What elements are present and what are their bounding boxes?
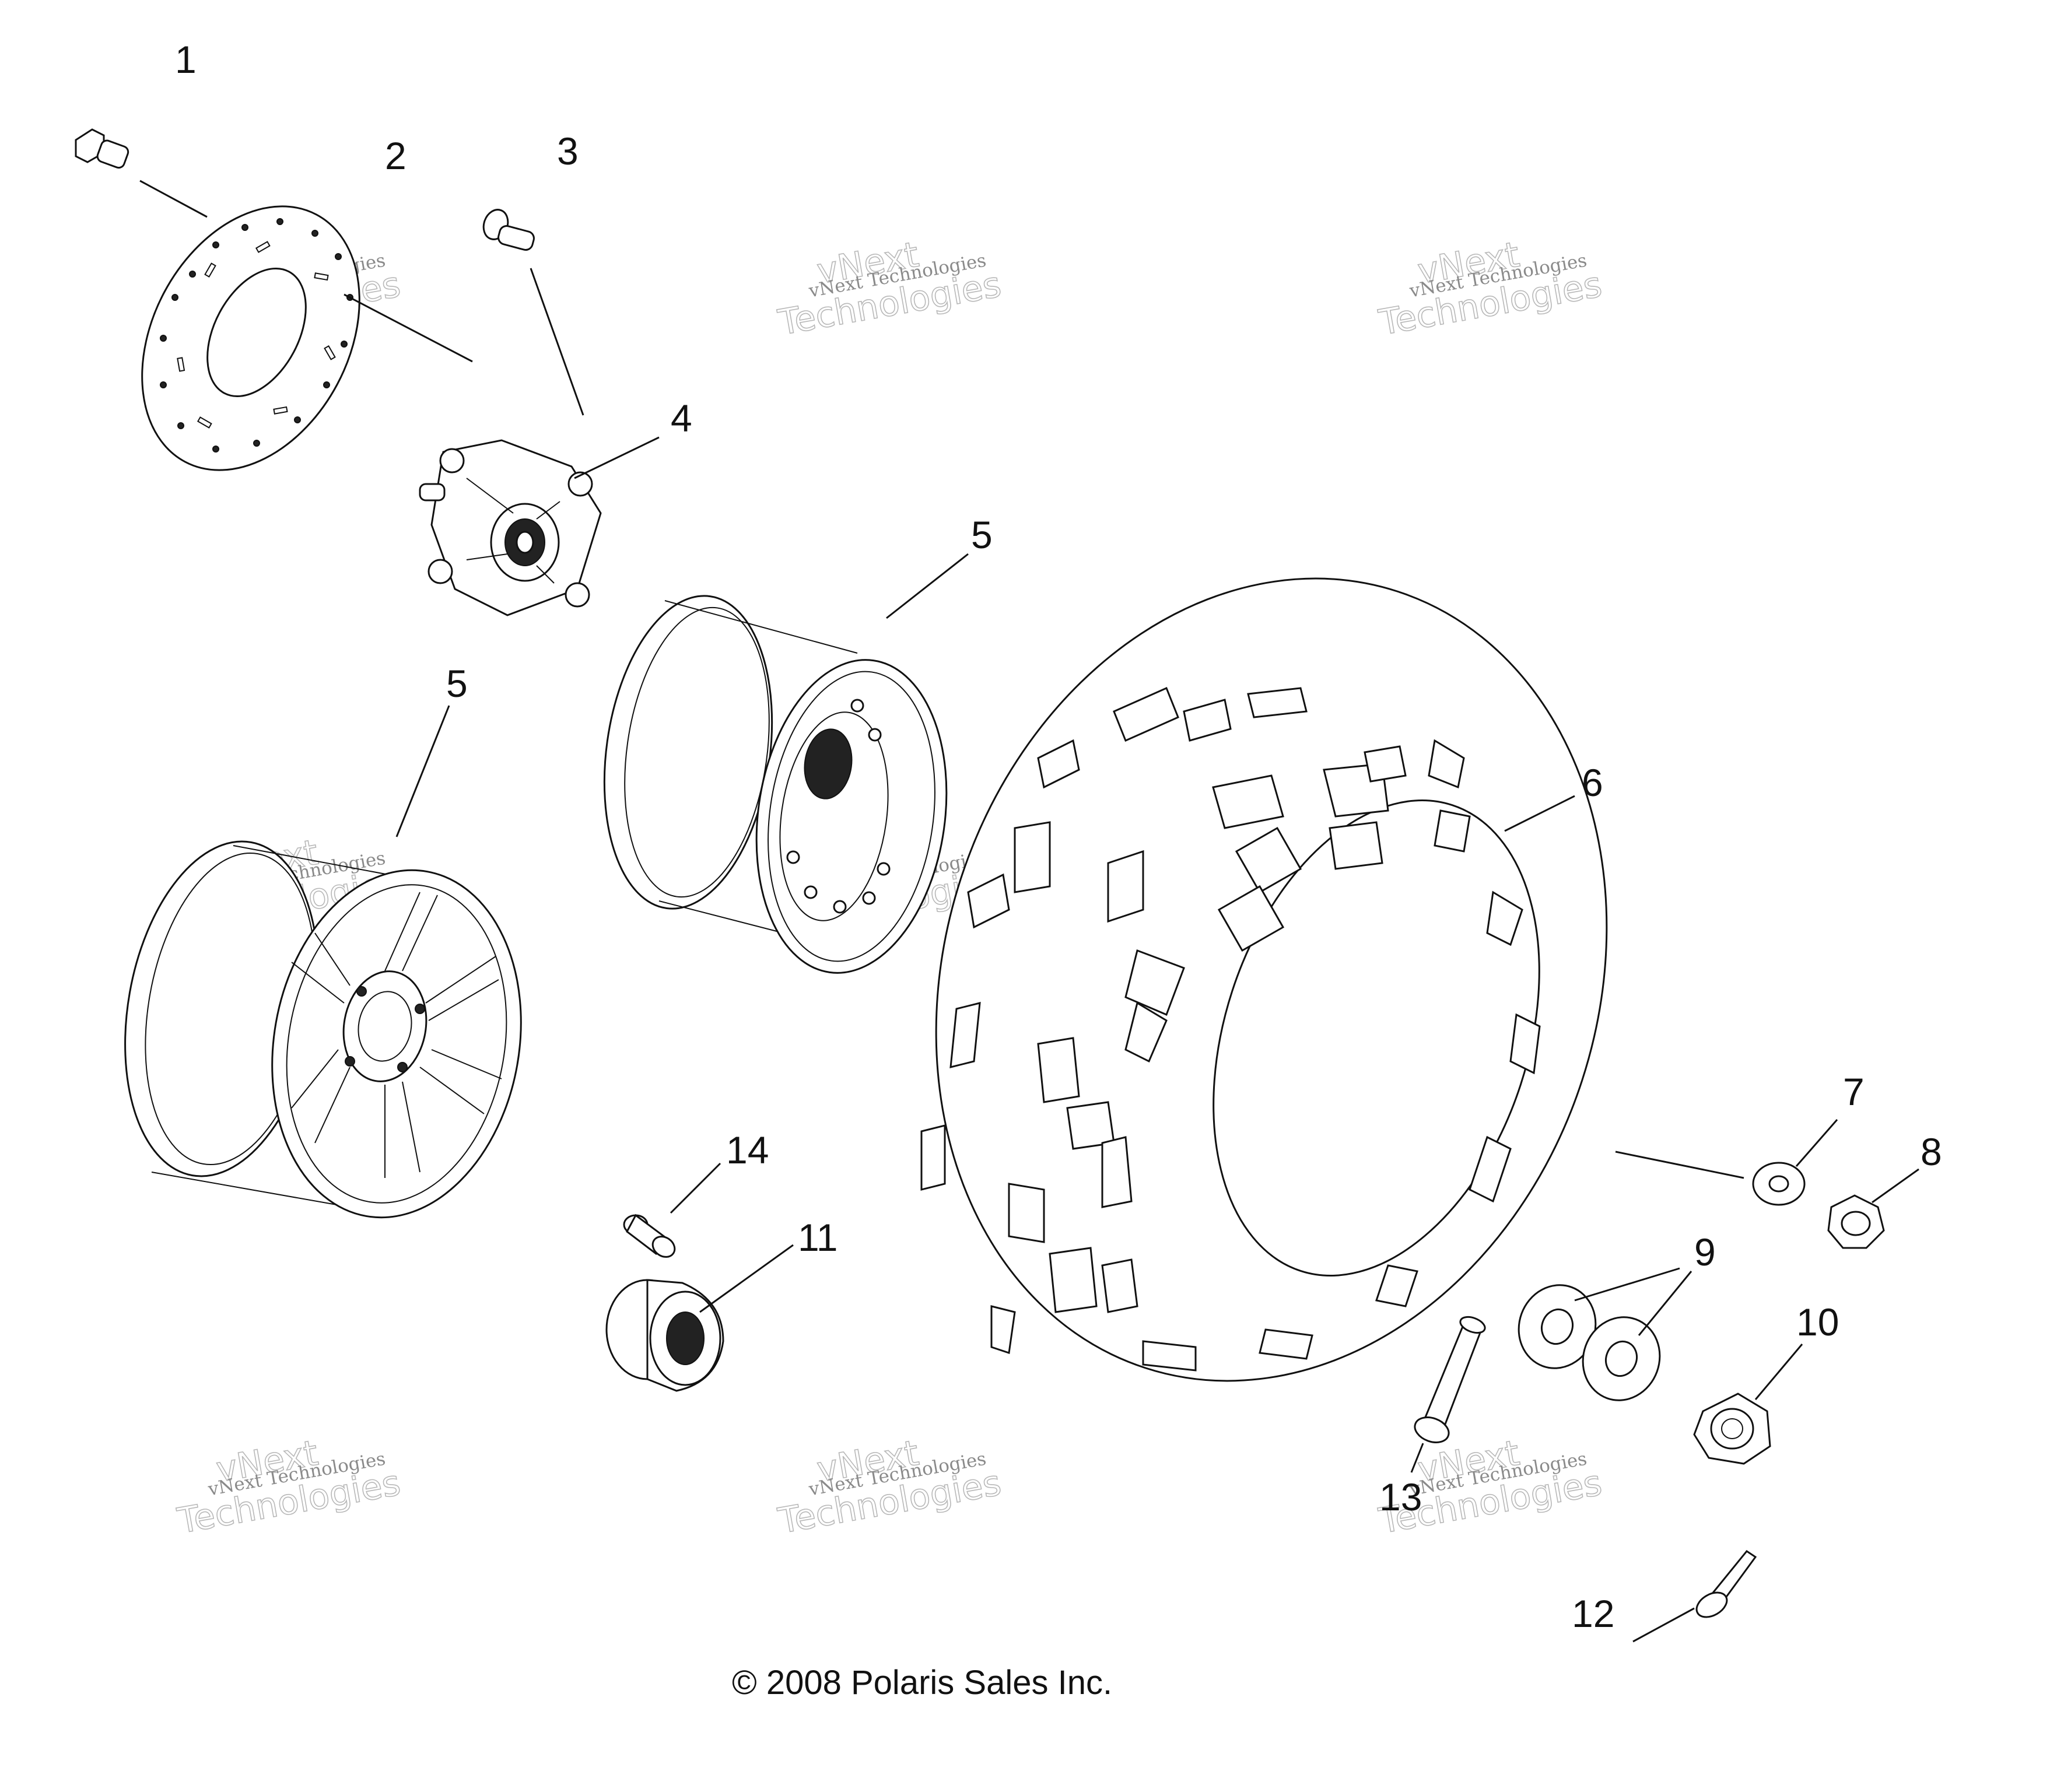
watermark: vNext vNext Technologies Technologies [174, 1432, 404, 1542]
callouts: 1 2 3 4 5 5 6 7 8 9 10 11 12 13 14 [175, 38, 1942, 1635]
callout-4: 4 [671, 397, 692, 440]
callout-3: 3 [557, 129, 579, 173]
part-hub-cap [605, 1244, 794, 1392]
callout-12: 12 [1572, 1592, 1614, 1635]
callout-11: 11 [798, 1216, 838, 1259]
callout-14: 14 [726, 1128, 769, 1172]
callout-5-lower: 5 [446, 662, 468, 705]
callout-9: 9 [1694, 1230, 1716, 1274]
part-rim-cast [124, 705, 522, 1219]
callout-7: 7 [1843, 1070, 1865, 1113]
callout-1: 1 [175, 38, 197, 81]
rim-holes [786, 699, 891, 914]
callout-2: 2 [385, 134, 407, 177]
watermark: vNext vNext Technologies Technologies [775, 234, 1004, 344]
part-rim-steel [603, 553, 969, 974]
callout-5-upper: 5 [971, 513, 993, 556]
part-valve-stem [1410, 1316, 1486, 1473]
callout-10: 10 [1796, 1300, 1839, 1344]
watermark: vNext vNext Technologies Technologies [775, 1432, 1004, 1542]
callout-8: 8 [1921, 1130, 1942, 1173]
part-brake-disc [141, 205, 473, 471]
callout-13: 13 [1379, 1475, 1422, 1519]
part-castle-nut [1693, 1344, 1803, 1465]
part-hub [419, 436, 660, 616]
disc-holes [160, 218, 353, 453]
part-washers-9 [1518, 1267, 1692, 1401]
copyright-notice: © 2008 Polaris Sales Inc. [732, 1664, 1112, 1702]
watermark: vNext vNext Technologies Technologies [1375, 234, 1605, 344]
part-stud [482, 209, 584, 416]
part-plug [623, 1162, 721, 1258]
part-nut-8 [1827, 1168, 1919, 1249]
part-tire [920, 577, 1608, 1382]
tire-tread [920, 686, 1541, 1372]
part-bolt-1 [75, 128, 208, 218]
part-washer-7 [1615, 1119, 1838, 1206]
part-cotter-pin [1632, 1549, 1757, 1643]
callout-6: 6 [1582, 761, 1603, 804]
